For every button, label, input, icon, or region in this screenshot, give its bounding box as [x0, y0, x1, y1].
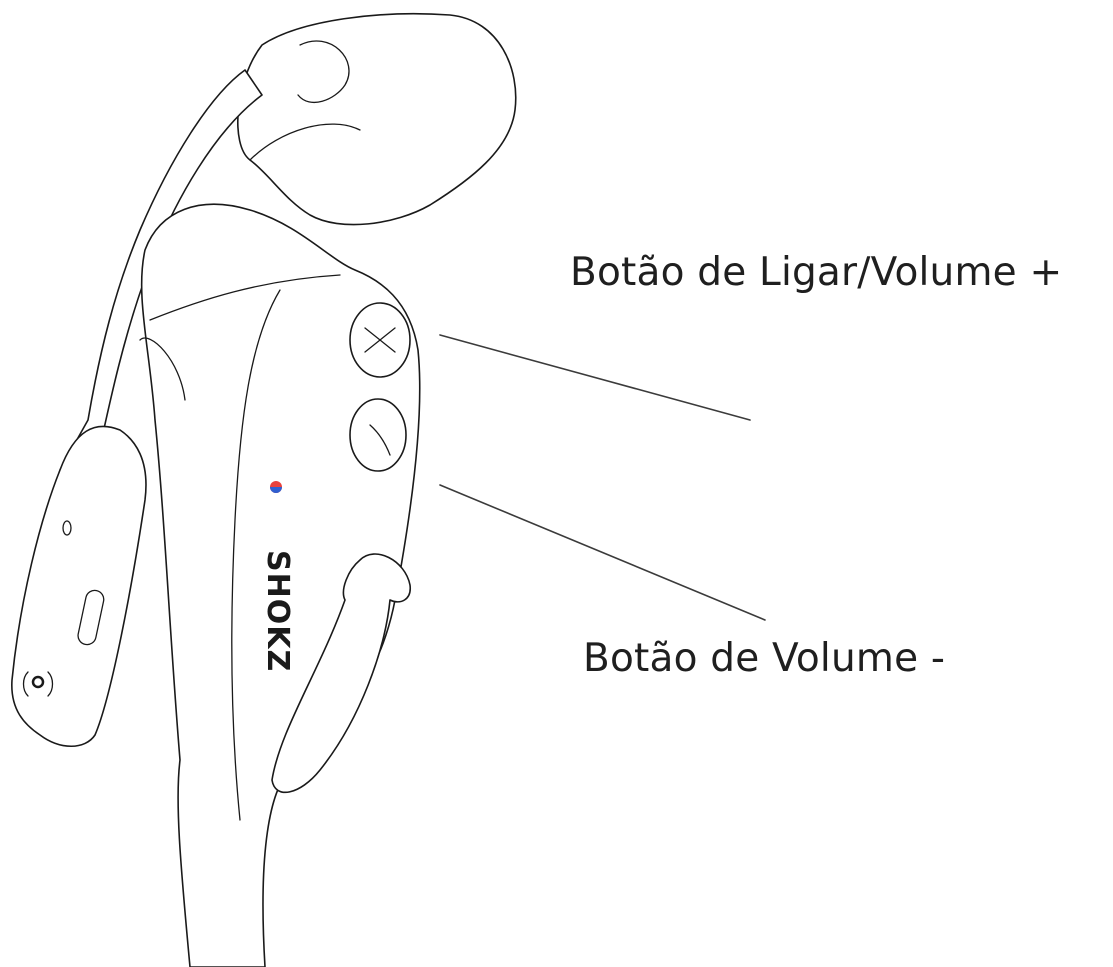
volume-down-button[interactable]	[350, 399, 406, 471]
brand-logo: SHOKZ	[260, 550, 295, 672]
left-arm	[12, 426, 146, 746]
transducer-pad	[238, 14, 516, 225]
callout-line-power	[440, 335, 750, 420]
volume-up-button[interactable]	[350, 303, 410, 377]
callout-power-volume-up: Botão de Ligar/Volume +	[570, 250, 1062, 295]
callout-volume-down: Botão de Volume -	[583, 636, 945, 681]
callout-line-volume-down	[440, 485, 765, 620]
led-indicator	[270, 481, 282, 493]
brand-logo-text: SHOKZ	[260, 550, 295, 672]
